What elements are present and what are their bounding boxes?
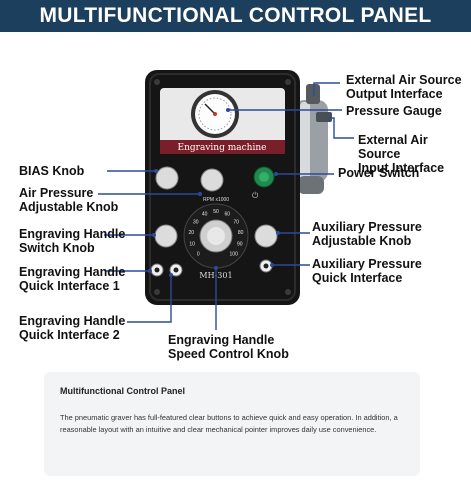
dial-number: 0	[197, 252, 200, 258]
air-pressure-knob[interactable]	[200, 168, 224, 192]
callout-quick-2: Engraving Handle Quick Interface 2	[19, 314, 126, 342]
rpm-label: RPM x1000	[203, 197, 229, 203]
bias-knob[interactable]	[155, 166, 179, 190]
dial-number: 100	[230, 252, 239, 258]
callout-handle-switch: Engraving Handle Switch Knob	[19, 227, 126, 255]
screw-icon	[154, 79, 160, 85]
info-title: Multifunctional Control Panel	[60, 386, 185, 396]
handle-switch-knob[interactable]	[154, 224, 178, 248]
dial-number: 90	[237, 242, 243, 248]
dial-number: 70	[233, 219, 239, 225]
info-card: Multifunctional Control Panel The pneuma…	[44, 372, 420, 476]
aux-pressure-knob[interactable]	[254, 224, 278, 248]
dial-number: 30	[193, 219, 199, 225]
callout-aux-pressure: Auxiliary Pressure Adjustable Knob	[312, 220, 422, 248]
callout-power-switch: Power Switch	[338, 166, 420, 180]
callout-lines	[98, 82, 354, 330]
callout-bias-knob: BIAS Knob	[19, 164, 85, 178]
dial-number: 10	[189, 242, 195, 248]
info-text: The pneumatic graver has full-featured c…	[60, 413, 398, 434]
banner-title: MULTIFUNCTIONAL CONTROL PANEL	[39, 4, 432, 27]
screw-icon	[285, 289, 291, 295]
dial-number: 50	[213, 209, 219, 215]
external-air-source-cylinder	[294, 84, 332, 194]
callout-external-input: External Air Source Input Interface	[358, 133, 445, 175]
gauge-panel-stripe	[160, 140, 285, 154]
title-banner	[0, 0, 471, 32]
callout-pressure-gauge: Pressure Gauge	[346, 104, 442, 118]
callout-external-output: External Air Source Output Interface	[346, 73, 462, 101]
dial-number: 80	[238, 230, 244, 236]
screw-icon	[285, 79, 291, 85]
screw-icon	[154, 289, 160, 295]
pressure-gauge	[191, 90, 239, 138]
callout-aux-quick: Auxiliary Pressure Quick Interface	[312, 257, 422, 285]
callout-air-pressure: Air Pressure Adjustable Knob	[19, 186, 119, 214]
dial-number: 40	[202, 212, 208, 218]
dial-number: 20	[189, 230, 195, 236]
dial-number: 60	[225, 212, 231, 218]
callout-quick-1: Engraving Handle Quick Interface 1	[19, 265, 126, 293]
gauge-panel-label: Engraving machine	[178, 143, 267, 153]
callout-speed-control: Engraving Handle Speed Control Knob	[168, 333, 289, 361]
callout-dots	[148, 108, 280, 277]
power-icon: ⏻	[252, 191, 259, 200]
speed-control-dial[interactable]	[183, 203, 249, 269]
